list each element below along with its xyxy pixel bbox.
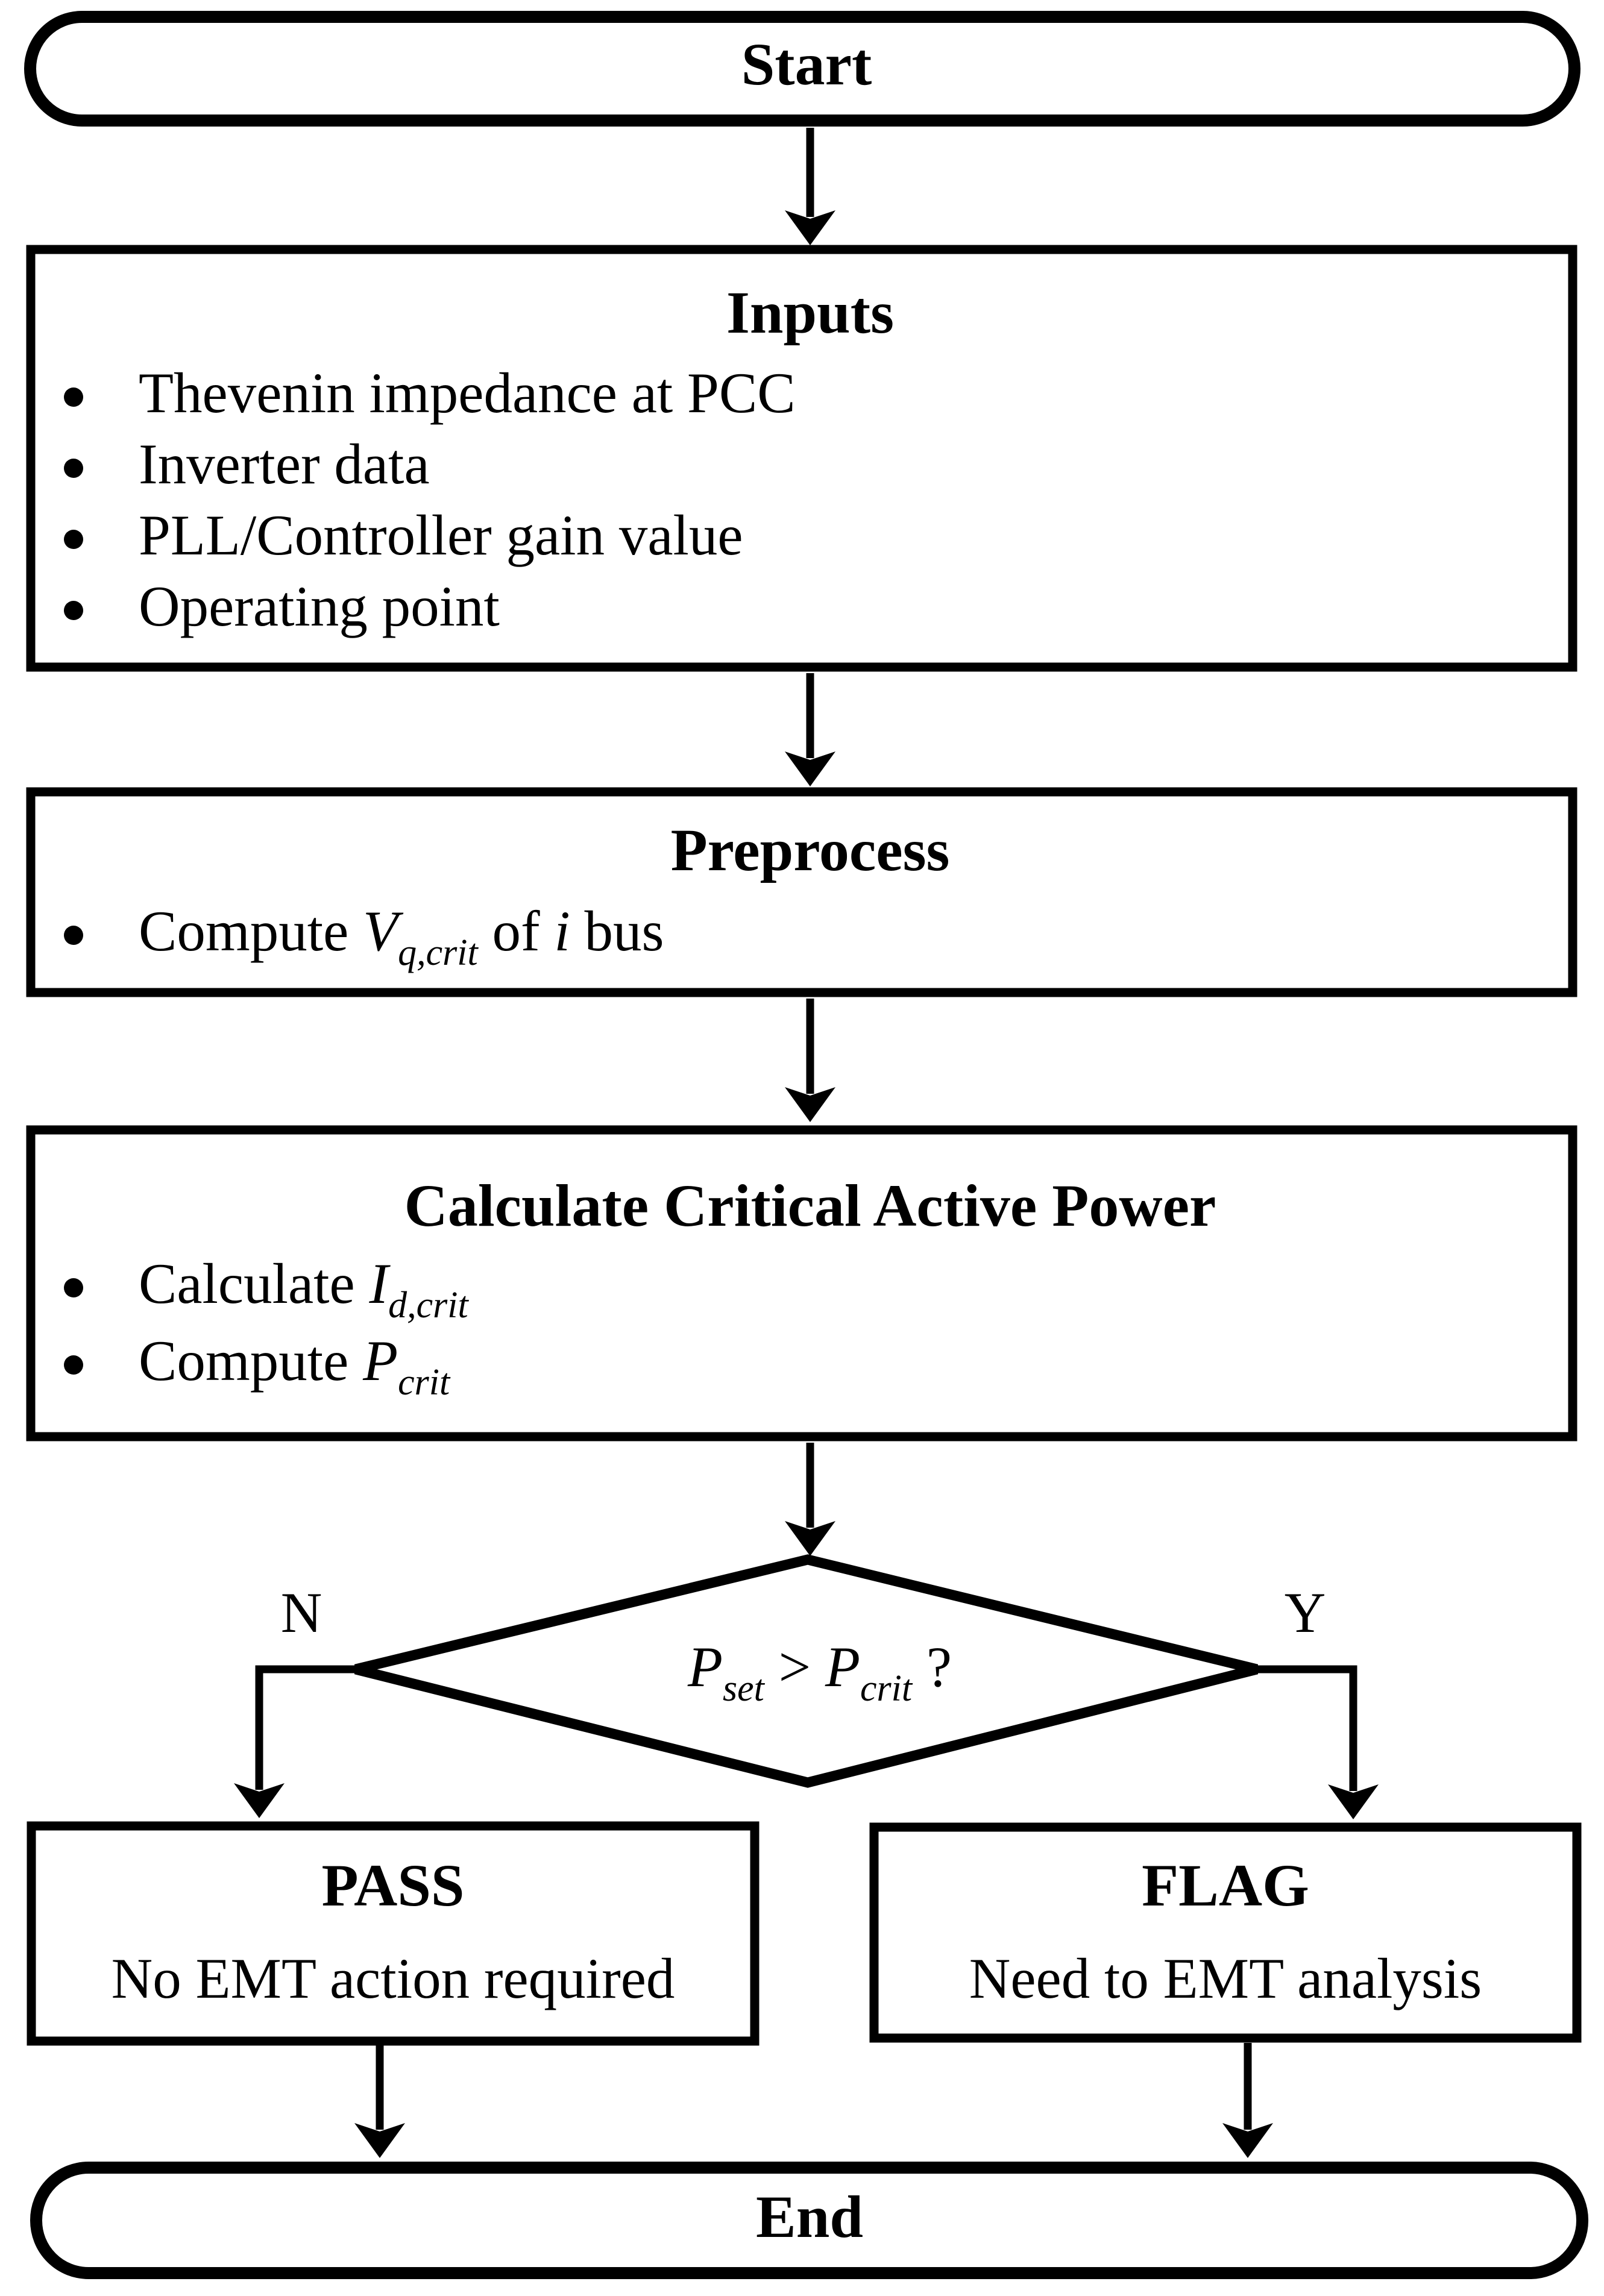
arrowhead-no-branch-icon: [234, 1783, 285, 1818]
flag-subtitle: Need to EMT analysis: [969, 1946, 1482, 2010]
yes-branch-connector: [1257, 1665, 1357, 1791]
bullet-dot-icon: [64, 1278, 83, 1297]
preprocess-bullet-1: Compute Vq,crit of i bus: [139, 899, 664, 973]
bullet-dot-icon: [64, 387, 83, 407]
flag-result-box: [869, 1822, 1582, 2043]
arrowhead-yes-branch-icon: [1328, 1784, 1379, 1819]
calc-process-box: [26, 1125, 1577, 1441]
inputs-process-box: [26, 245, 1577, 672]
arrowhead-calc-to-decision-icon: [785, 1521, 835, 1556]
bullet-dot-icon: [64, 530, 83, 549]
inputs-bullet-2: Inverter data: [139, 432, 430, 496]
pass-subtitle: No EMT action required: [112, 1946, 675, 2010]
arrowhead-inputs-to-preprocess-icon: [785, 751, 835, 786]
arrowhead-preprocess-to-calc-icon: [785, 1087, 835, 1122]
start-terminator-shape: [24, 11, 1580, 127]
end-terminator-shape: [30, 2162, 1588, 2279]
bullet-dot-icon: [64, 459, 83, 478]
decision-condition: Pset > Pcrit ?: [687, 1635, 952, 1709]
preprocess-title: Preprocess: [671, 817, 950, 883]
arrowhead-flag-to-end-icon: [1222, 2123, 1273, 2158]
inputs-title: Inputs: [726, 279, 894, 346]
calc-bullet-2: Compute Pcrit: [139, 1329, 451, 1403]
bullet-dot-icon: [64, 601, 83, 620]
flag-title: FLAG: [1142, 1852, 1309, 1919]
inputs-bullet-3: PLL/Controller gain value: [139, 503, 743, 567]
pass-title: PASS: [321, 1852, 464, 1919]
bullet-dot-icon: [64, 1355, 83, 1375]
no-branch-label: N: [281, 1581, 322, 1645]
arrowhead-pass-to-end-icon: [354, 2123, 405, 2158]
bullet-dot-icon: [64, 926, 83, 945]
yes-branch-label: Y: [1285, 1581, 1326, 1645]
start-label: Start: [741, 31, 872, 98]
preprocess-process-box: [26, 787, 1577, 997]
inputs-bullet-1: Thevenin impedance at PCC: [139, 361, 796, 425]
end-label: End: [756, 2183, 863, 2250]
no-branch-connector: [255, 1665, 356, 1790]
decision-diamond: [354, 1554, 1259, 1788]
calc-title: Calculate Critical Active Power: [404, 1172, 1216, 1239]
inputs-bullet-4: Operating point: [139, 574, 500, 638]
pass-result-box: [27, 1821, 760, 2046]
calc-bullet-1: Calculate Id,crit: [139, 1252, 469, 1326]
arrowhead-start-to-inputs-icon: [785, 210, 835, 245]
